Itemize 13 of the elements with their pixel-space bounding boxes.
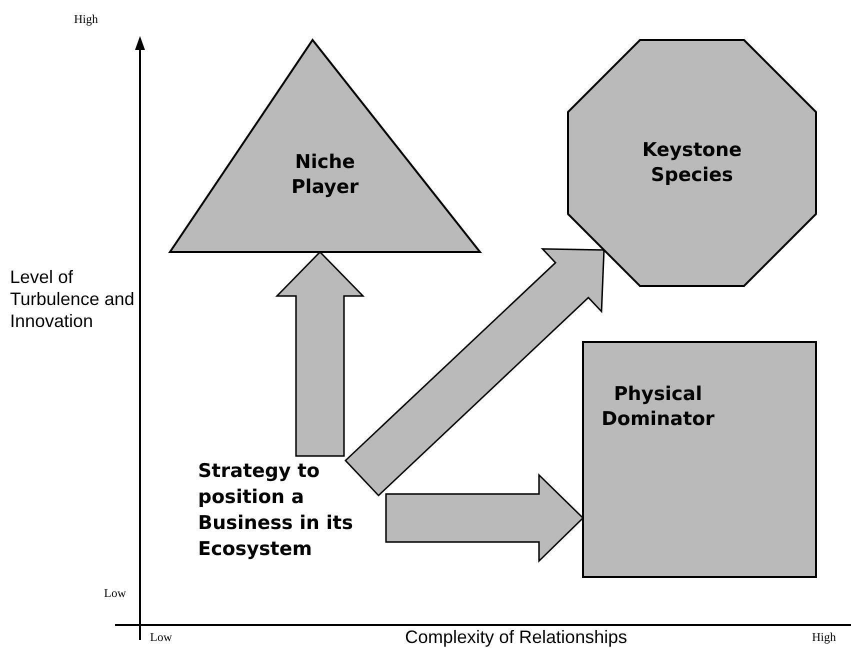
square-node: Physical Dominator bbox=[583, 342, 816, 577]
axis-title: Level of Turbulence and Innovation bbox=[10, 266, 136, 332]
block-arrow bbox=[275, 250, 365, 457]
axis-tick-label: High bbox=[812, 630, 836, 645]
axis-tick-label: Low bbox=[104, 586, 126, 601]
axis-tick-label: High bbox=[74, 12, 98, 27]
axis-tick-label: Low bbox=[150, 630, 172, 645]
block-arrow bbox=[385, 473, 584, 563]
axis-title: Complexity of Relationships bbox=[405, 626, 628, 648]
strategy-text: Strategy to position a Business in its Ecosystem bbox=[198, 458, 383, 562]
octagon-node: Keystone Species bbox=[568, 40, 816, 286]
triangle-node: Niche Player bbox=[170, 40, 480, 252]
block-arrow bbox=[344, 248, 605, 497]
